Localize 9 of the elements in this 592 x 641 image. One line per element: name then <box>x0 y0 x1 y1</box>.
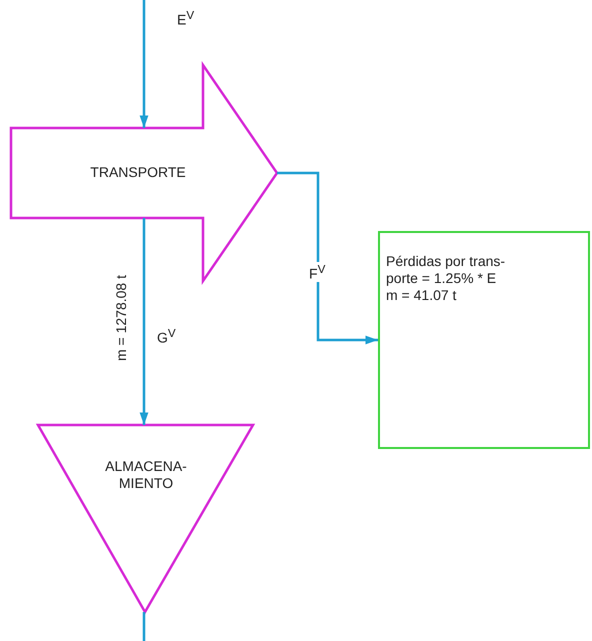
node-label: m = 41.07 t <box>386 287 458 304</box>
flow-arrow <box>140 218 148 425</box>
node-label: TRANSPORTE <box>89 164 187 181</box>
flow-arrow <box>140 0 148 128</box>
edge-label: G$^{V}$ <box>156 326 177 346</box>
flow-arrow <box>277 172 378 344</box>
node-label: ALMACENA- MIENTO <box>104 458 188 492</box>
output-box <box>378 231 590 449</box>
edge-label: F$^{V}$ <box>308 262 326 282</box>
